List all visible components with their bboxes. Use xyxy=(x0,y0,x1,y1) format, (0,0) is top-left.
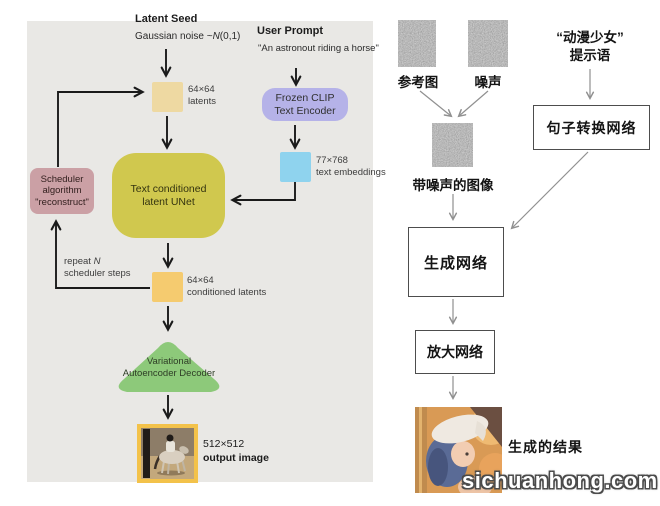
generated-anime-image xyxy=(415,407,502,493)
latents-word: latents xyxy=(188,95,216,107)
vae-line1: Variational xyxy=(146,356,192,367)
generator-network-box: 生成网络 xyxy=(408,227,504,297)
left-arrows-group xyxy=(50,49,302,420)
conditioned-word: conditioned latents xyxy=(187,286,267,298)
vae-decoder-label: Variational Autoencoder Decoder xyxy=(110,356,228,379)
output-size: 512×512 xyxy=(203,438,245,450)
gaussian-prefix: Gaussian noise ~ xyxy=(135,31,213,42)
arrow-scheduler-to-latents xyxy=(57,86,145,167)
conditioned-latents-label: 64×64 conditioned latents xyxy=(187,275,266,298)
upscale-network-box: 放大网络 xyxy=(415,330,495,374)
latents-box xyxy=(152,82,183,112)
noise-label: 噪声 xyxy=(474,75,502,90)
output-image-label: 512×512 output image xyxy=(203,437,269,465)
gaussian-n: N xyxy=(212,31,220,42)
gaussian-suffix: (0,1) xyxy=(219,31,241,42)
embeddings-word: text embeddings xyxy=(316,166,386,178)
arrow-noise-to-noisy xyxy=(457,90,489,118)
unet-line1: Text conditioned xyxy=(130,182,207,195)
vae-line2: Autoencoder Decoder xyxy=(122,367,216,379)
arrow-conditioned-to-scheduler xyxy=(50,219,150,289)
anime-prompt-line2: 提示语 xyxy=(569,48,611,63)
horse-rider-picture xyxy=(141,428,194,479)
reference-noise-image xyxy=(398,20,436,67)
conditioned-latents-box xyxy=(152,272,183,302)
latent-seed-title: Latent Seed xyxy=(135,13,198,25)
arrow-sentence-network-to-generator xyxy=(510,151,589,230)
repeat-prefix: repeat xyxy=(64,256,94,267)
clip-encoder-box: Frozen CLIP Text Encoder xyxy=(262,88,348,121)
unet-line2: latent UNet xyxy=(142,195,195,208)
arrow-embeddings-to-unet xyxy=(230,182,296,206)
vae-triangle xyxy=(118,342,220,392)
embeddings-size: 77×768 xyxy=(316,155,348,166)
upscale-network-label: 放大网络 xyxy=(427,344,483,360)
result-label: 生成的结果 xyxy=(508,439,583,455)
sentence-network-label: 句子转换网络 xyxy=(546,119,637,136)
scheduler-box: Scheduler algorithm "reconstruct" xyxy=(30,168,94,214)
anime-prompt-line1: “动漫少女” xyxy=(556,30,624,45)
generator-network-label: 生成网络 xyxy=(423,254,488,272)
embeddings-box xyxy=(280,152,311,182)
sentence-network-box: 句子转换网络 xyxy=(533,105,650,150)
conditioned-size: 64×64 xyxy=(187,275,214,286)
repeat-steps-label: repeat N scheduler steps xyxy=(64,256,131,279)
latents-size: 64×64 xyxy=(188,84,215,95)
repeat-line2: scheduler steps xyxy=(64,267,131,279)
clip-line2: Text Encoder xyxy=(274,104,336,117)
unet-box: Text conditioned latent UNet xyxy=(112,153,225,238)
noise-image xyxy=(468,20,508,67)
arrow-reference-to-noisy xyxy=(419,90,453,118)
output-image xyxy=(137,424,198,483)
user-prompt-text: "An astronout riding a horse" xyxy=(258,43,379,54)
right-arrows-group xyxy=(419,69,595,400)
gaussian-noise-label: Gaussian noise ~N(0,1) xyxy=(135,31,240,42)
scheduler-line2: algorithm xyxy=(42,185,82,197)
embeddings-label: 77×768 text embeddings xyxy=(316,155,386,178)
scheduler-line1: Scheduler xyxy=(40,173,84,185)
vae-decoder-shape xyxy=(118,342,220,392)
scheduler-line3: "reconstruct" xyxy=(35,196,89,208)
noisy-image-label: 带噪声的图像 xyxy=(412,178,494,193)
clip-line1: Frozen CLIP xyxy=(275,91,335,104)
noisy-image xyxy=(432,123,473,167)
output-word: output image xyxy=(203,452,269,464)
repeat-n: N xyxy=(93,256,101,267)
user-prompt-title: User Prompt xyxy=(257,25,324,37)
repeat-line1: repeat N xyxy=(64,256,131,268)
latents-label: 64×64 latents xyxy=(188,84,216,107)
reference-image-label: 参考图 xyxy=(397,75,439,90)
watermark: sichuanhong.com xyxy=(462,468,658,493)
